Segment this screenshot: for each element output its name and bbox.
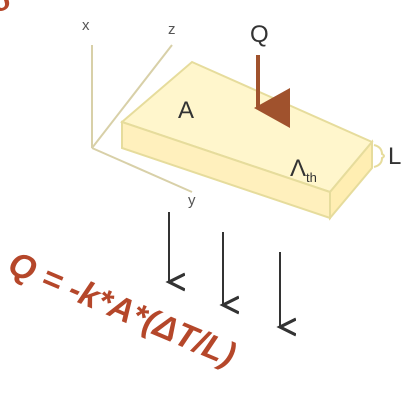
coordinate-axes [91,44,193,193]
conductivity-label: Λth [290,155,317,185]
area-label: A [178,97,194,124]
thickness-bracket [373,144,385,168]
fourier-law-formula: Q = -k*A*(ΔT/L) [3,244,241,374]
thickness-label: L [388,143,401,170]
conductivity-symbol: Λ [290,155,306,182]
cropped-text-fragment: o [0,0,14,20]
z-axis [91,44,173,149]
material-slab [120,60,374,221]
slab-side-face [329,139,373,221]
y-axis-label: y [188,192,196,209]
y-axis [91,147,193,193]
z-axis-label: z [168,21,176,38]
x-axis-label: x [82,17,90,34]
heat-flux-label: Q [250,21,269,48]
outgoing-heat-arrows [169,212,280,327]
conductivity-subscript: th [306,170,317,185]
